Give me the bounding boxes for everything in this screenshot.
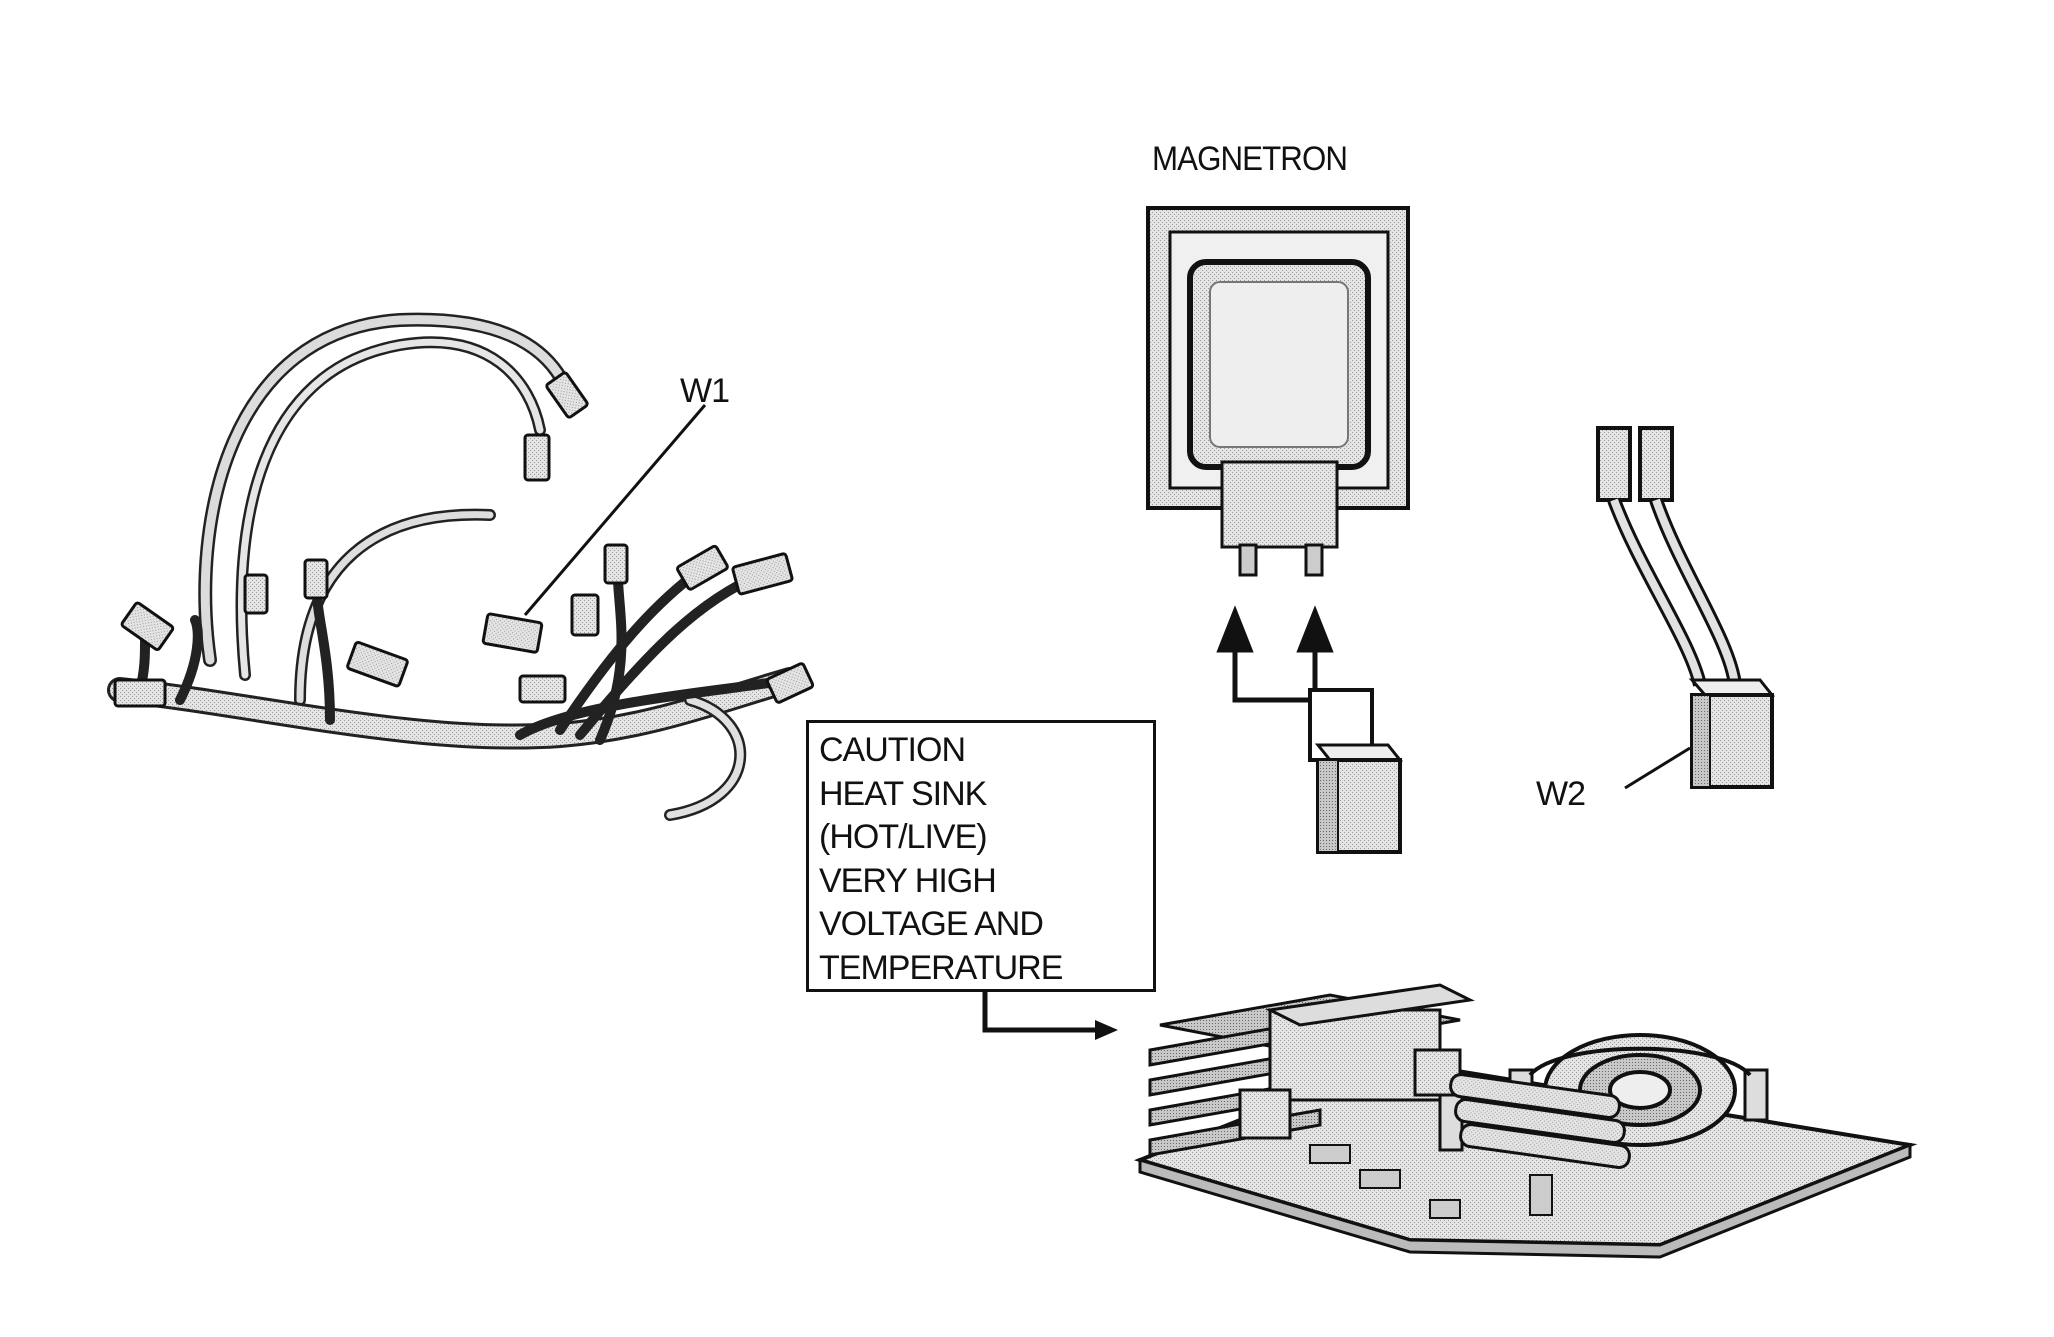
connector-top xyxy=(523,433,551,482)
w1-label: W1 xyxy=(680,372,730,410)
connector-w1 xyxy=(481,612,544,654)
board-transistor-1 xyxy=(1238,1088,1292,1140)
wire-lead-w2 xyxy=(1596,426,1776,789)
connector-left-1 xyxy=(120,601,175,651)
magnetron-lead-connector xyxy=(1314,743,1404,854)
caution-line: HEAT SINK xyxy=(819,774,987,813)
magnetron-terminal-block xyxy=(1220,460,1339,549)
magnetron-core-inner xyxy=(1209,281,1349,448)
caution-line: CAUTION xyxy=(819,731,966,769)
magnetron-connection-arrows xyxy=(1216,605,1374,762)
caution-box: CAUTION HEAT SINK (HOT/LIVE) VERY HIGH V… xyxy=(806,720,1156,992)
board-cap-3 xyxy=(1743,1068,1769,1122)
connector-right-3 xyxy=(731,552,794,596)
connector-center xyxy=(346,640,409,688)
caution-line: VERY HIGH xyxy=(819,861,997,900)
w2-leader-line xyxy=(1624,746,1691,790)
w2-terminal-right xyxy=(1638,426,1674,502)
arrow-right-head xyxy=(1296,605,1334,653)
harness-connectors xyxy=(113,371,815,708)
caution-line: TEMPERATURE xyxy=(819,948,1063,987)
heat-sink xyxy=(1148,983,1475,1157)
arrow-left-head xyxy=(1216,605,1254,653)
connector-top-right xyxy=(545,371,589,419)
magnetron-pin-left xyxy=(1238,543,1258,577)
connector-mid-right xyxy=(518,674,567,704)
wire-harness-w1 xyxy=(107,312,803,821)
connector-right-2 xyxy=(676,544,729,591)
board-coil xyxy=(1449,1073,1631,1169)
inverter-board xyxy=(1133,983,1918,1259)
connector-far-right-top xyxy=(570,593,600,637)
connector-right-1 xyxy=(603,543,629,585)
connector-left-3 xyxy=(243,573,269,615)
w1-leader-line xyxy=(523,404,707,616)
caution-arrow xyxy=(982,992,1118,1040)
magnetron-label: MAGNETRON xyxy=(1152,140,1348,178)
connector-right-4 xyxy=(765,662,815,704)
caution-line: VOLTAGE AND xyxy=(819,905,1044,943)
connector-left-2 xyxy=(113,678,167,708)
w2-label: W2 xyxy=(1536,775,1586,813)
w2-terminal-left xyxy=(1596,426,1632,502)
magnetron xyxy=(1146,206,1410,577)
connector-mid-top xyxy=(303,558,329,600)
magnetron-pin-right xyxy=(1304,543,1324,577)
caution-line: (HOT/LIVE) xyxy=(819,818,988,856)
